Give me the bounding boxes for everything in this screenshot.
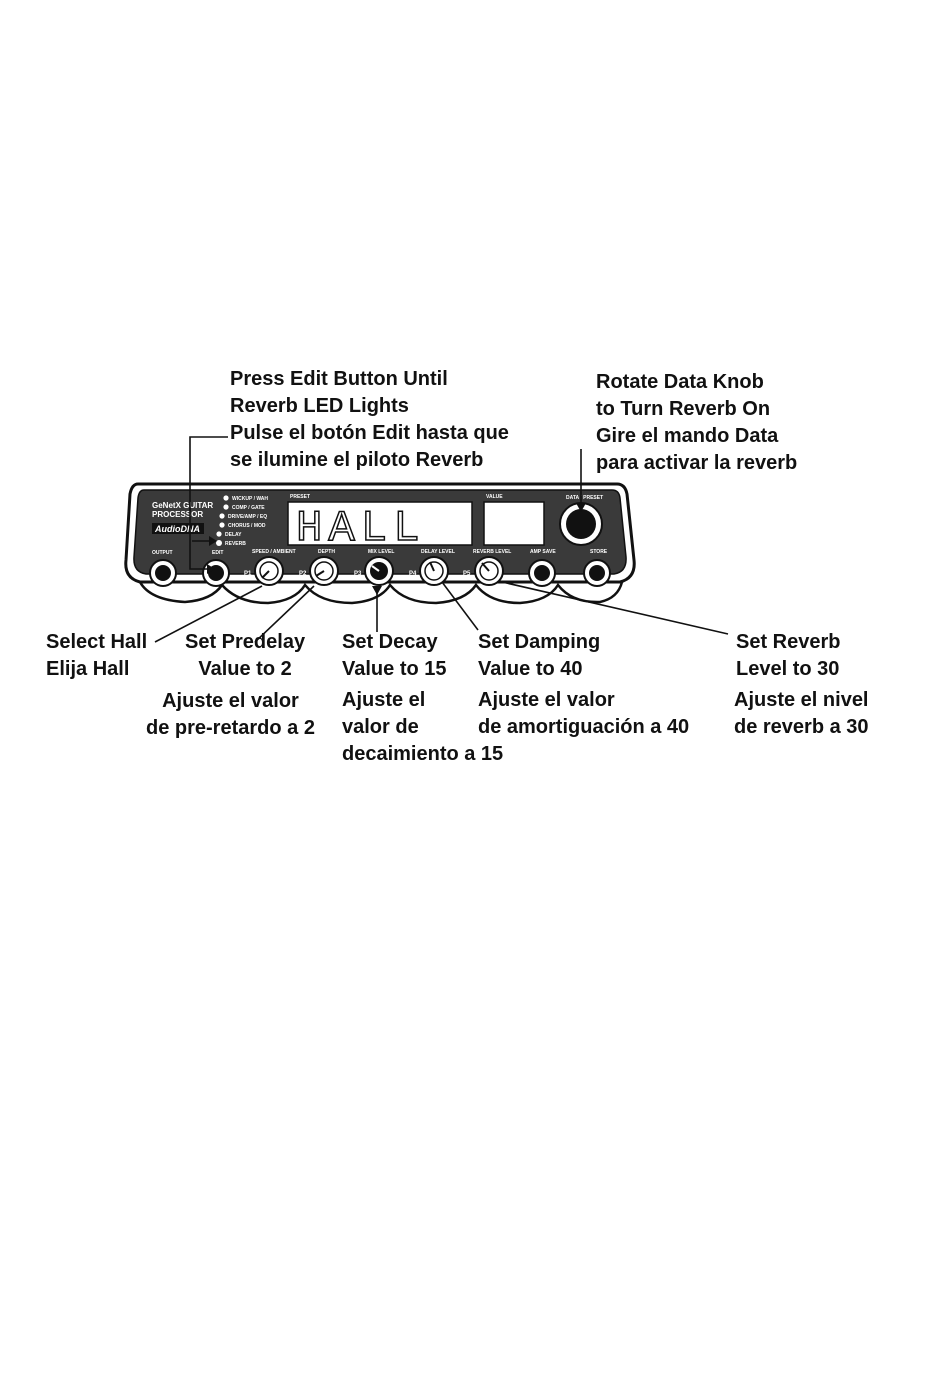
callout-edit-es-2: se ilumine el piloto Reverb (230, 449, 484, 471)
callout-damping-es: Ajuste el valor de amortiguación a 40 (478, 687, 689, 741)
callout-predelay-es-1: Ajuste el valor (162, 690, 299, 712)
callout-predelay-es: Ajuste el valor de pre-retardo a 2 (146, 688, 315, 742)
callout-edit-en-1: Press Edit Button Until (230, 368, 448, 390)
callout-decay-es-3: decaimiento a 15 (342, 743, 504, 765)
brand-line-2: PROCESSOR (152, 510, 203, 519)
led-label: CHORUS / MOD (228, 523, 266, 529)
param-label: P1 (244, 571, 252, 577)
leader-hall (154, 585, 263, 643)
led-label: DRIVE/AMP / EQ (228, 514, 267, 520)
callout-hall: Select Hall Elija Hall (46, 629, 147, 683)
led-indicator-reverb (216, 540, 222, 546)
button-label-store: STORE (590, 549, 608, 555)
callout-level-en-2: Level to 30 (736, 658, 840, 680)
led-indicator (223, 495, 229, 501)
callout-edit-es-1: Pulse el botón Edit hasta que (230, 422, 509, 444)
callout-edit-en-2: Reverb LED Lights (230, 395, 409, 417)
footswitch-amp-save[interactable] (528, 559, 556, 587)
brand-line-1: GeNetX GUITAR (152, 501, 213, 510)
leader-predelay (254, 585, 315, 643)
callout-data-knob: Rotate Data Knob to Turn Reverb On Gire … (596, 369, 797, 477)
leader-damping (441, 581, 479, 631)
callout-damping-en-2: Value to 40 (478, 658, 583, 680)
callout-data-en-2: to Turn Reverb On (596, 398, 771, 420)
arrowhead (207, 564, 215, 574)
callout-edit: Press Edit Button Until Reverb LED Light… (230, 366, 509, 474)
button-label-amp-save: AMP SAVE (530, 549, 556, 555)
param-label: P2 (299, 571, 307, 577)
value-label: VALUE (486, 494, 503, 500)
callout-damping-es-1: Ajuste el valor (478, 689, 615, 711)
button-label-output: OUTPUT (152, 550, 173, 556)
callout-decay-es: Ajuste el valor de decaimiento a 15 (342, 687, 503, 768)
value-display (483, 501, 545, 546)
knob-p4[interactable] (419, 556, 449, 586)
callout-data-es-2: para activar la reverb (596, 452, 798, 474)
logo-badge (152, 523, 204, 534)
callout-hall-es: Elija Hall (46, 658, 130, 680)
callout-data-es-1: Gire el mando Data (596, 425, 779, 447)
callout-level-es-1: Ajuste el nivel (734, 689, 869, 711)
leader-edit (189, 436, 228, 570)
callout-decay-es-1: Ajuste el (342, 689, 426, 711)
callout-level-en-1: Set Reverb (736, 631, 841, 653)
callout-predelay-en: Set Predelay Value to 2 (185, 629, 305, 683)
leader-lines (154, 436, 729, 643)
knob-p2[interactable] (309, 556, 339, 586)
led-indicator (219, 513, 225, 519)
led-indicator (219, 522, 225, 528)
footswitch-store[interactable] (583, 559, 611, 587)
data-knob[interactable] (566, 509, 596, 539)
knob-p1[interactable] (254, 556, 284, 586)
knob-label: SPEED / AMBIENT (252, 549, 296, 555)
knob-p3[interactable] (364, 556, 394, 586)
knob-p5[interactable] (474, 556, 504, 586)
callout-decay-es-2: valor de (342, 716, 419, 738)
callout-level-es: Ajuste el nivel de reverb a 30 (734, 687, 869, 741)
callout-decay-en-2: Value to 15 (342, 658, 447, 680)
button-label-edit: EDIT (212, 550, 223, 556)
callout-predelay-es-2: de pre-retardo a 2 (146, 717, 315, 739)
param-label: P5 (463, 571, 471, 577)
callout-damping-es-2: de amortiguación a 40 (478, 716, 690, 738)
knob-label: DEPTH (318, 549, 335, 555)
arrowheads (207, 503, 586, 595)
callout-level-es-2: de reverb a 30 (734, 716, 869, 738)
arrowhead (209, 536, 217, 546)
preset-label: PRESET (290, 494, 310, 500)
callout-level-en: Set Reverb Level to 30 (736, 629, 841, 683)
footswitch-edit[interactable] (202, 559, 230, 587)
logo-text: AudioDNA (154, 524, 200, 534)
data-knob-label: DATA / PRESET (566, 495, 603, 501)
knob-label: MIX LEVEL (368, 549, 394, 555)
callout-damping-en-1: Set Damping (478, 631, 601, 653)
display-text: HALL (296, 504, 426, 554)
knob-label: DELAY LEVEL (421, 549, 455, 555)
callout-decay-en-1: Set Decay (342, 631, 438, 653)
preset-display (287, 501, 473, 546)
callout-decay-en: Set Decay Value to 15 (342, 629, 447, 683)
led-label: DELAY (225, 532, 242, 538)
led-indicator (216, 531, 222, 537)
led-column (216, 495, 229, 546)
led-label: WICKUP / WAH (232, 496, 268, 502)
footswitch-output[interactable] (149, 559, 177, 587)
param-label: P3 (354, 571, 362, 577)
knob-label: REVERB LEVEL (473, 549, 511, 555)
arrowhead (372, 586, 382, 595)
arrowhead (576, 503, 586, 512)
callout-data-en-1: Rotate Data Knob (596, 371, 764, 393)
led-label: REVERB (225, 541, 246, 547)
callout-predelay-en-2: Value to 2 (198, 658, 292, 680)
callout-predelay-en-1: Set Predelay (185, 631, 306, 653)
param-label: P4 (409, 571, 417, 577)
leader-level (501, 581, 729, 635)
callout-damping-en: Set Damping Value to 40 (478, 629, 600, 683)
led-label: COMP / GATE (232, 505, 265, 511)
callout-hall-en: Select Hall (46, 631, 148, 653)
led-indicator (223, 504, 229, 510)
